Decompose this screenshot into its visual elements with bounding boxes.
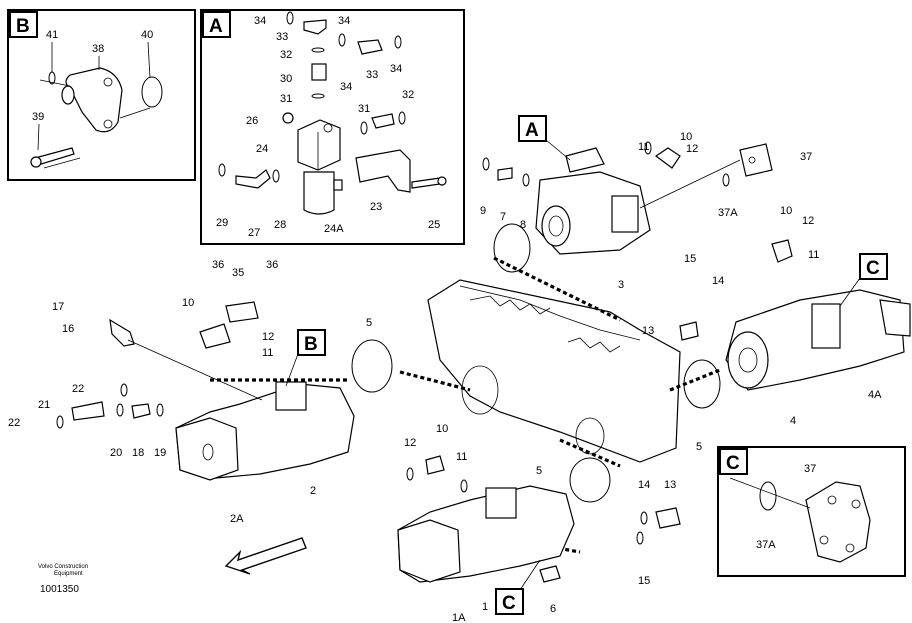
label-5c: 5 [536,465,542,477]
label-10-top: 10 [680,131,692,143]
inset-a-badge: A [209,16,223,37]
label-24: 24 [256,143,268,155]
label-11-bottom: 11 [456,451,467,463]
label-28: 28 [274,219,286,231]
label-3: 3 [618,279,624,291]
label-27: 27 [248,227,260,239]
callouts: A B C C [285,115,888,615]
brand-line-2: Equipment [54,571,83,577]
callout-a: A [525,120,539,141]
inset-b-badge: B [16,16,30,37]
label-12-right: 12 [802,215,814,227]
label-39: 39 [32,111,44,123]
label-24a: 24A [324,223,344,235]
label-41: 41 [46,29,58,41]
gear-housing [427,279,681,463]
label-25: 25 [428,219,440,231]
label-11-right: 11 [808,249,819,261]
inset-c: C 37 37A [717,446,906,577]
label-4a: 4A [868,389,882,401]
label-22b: 22 [8,417,20,429]
label-34a: 34 [254,15,266,27]
label-15-bottom: 15 [638,575,650,587]
label-37a-c: 37A [756,539,776,551]
label-30: 30 [280,73,292,85]
label-15-right: 15 [684,253,696,265]
label-16: 16 [62,323,74,335]
label-8: 8 [520,219,526,231]
label-18: 18 [132,447,144,459]
label-29: 29 [216,217,228,229]
label-10-left: 10 [182,297,194,309]
label-33a: 33 [276,31,288,43]
label-22a: 22 [72,383,84,395]
label-2: 2 [310,485,316,497]
brand-line-1: Volvo Construction [38,564,88,570]
label-10-bottom: 10 [436,423,448,435]
label-38: 38 [92,43,104,55]
label-14-bottom: 14 [638,479,650,491]
label-32b: 32 [402,89,414,101]
inset-a: A 34 34 33 32 33 34 30 [200,9,465,245]
callout-c-right: C [866,258,880,279]
label-35: 35 [232,267,244,279]
oring-labels: 5 5 5 5 [366,317,702,477]
inset-c-badge: C [726,453,740,474]
label-33b: 33 [366,69,378,81]
label-32a: 32 [280,49,292,61]
label-4: 4 [790,415,796,427]
label-5b: 5 [696,441,702,453]
inset-b: B 41 38 40 39 [7,9,196,181]
pump-2: 36 35 36 17 16 10 12 11 22 21 22 20 18 1… [8,259,393,525]
callout-c-bottom: C [502,593,516,614]
label-12-bottom: 12 [404,437,416,449]
pump-4: 10 12 11 15 14 13 4 4A [642,205,911,427]
label-37: 37 [800,151,812,163]
label-26: 26 [246,115,258,127]
label-14-right: 14 [712,275,724,287]
label-12-left: 12 [262,331,274,343]
front-arrow [224,537,307,575]
label-5a: 5 [366,317,372,329]
callout-b: B [304,334,318,355]
pump-3: 9 7 8 11 10 12 37 37A 3 [480,131,812,291]
label-7: 7 [500,211,506,223]
label-11-top: 11 [638,141,649,153]
label-10-right: 10 [780,205,792,217]
reference-number: 1001350 [40,584,79,595]
label-34b: 34 [338,15,350,27]
label-34c: 34 [390,63,402,75]
label-21: 21 [38,399,50,411]
label-2a: 2A [230,513,244,525]
label-36a: 36 [212,259,224,271]
label-37c: 37 [804,463,816,475]
label-37a: 37A [718,207,738,219]
label-31a: 31 [280,93,292,105]
label-6: 6 [550,603,556,615]
label-11-left: 11 [262,347,273,359]
label-20: 20 [110,447,122,459]
label-1: 1 [482,601,488,613]
label-36b: 36 [266,259,278,271]
label-9: 9 [480,205,486,217]
label-1a: 1A [452,612,466,623]
label-12-top: 12 [686,143,698,155]
pump-1: 12 10 11 14 13 15 1 1A 6 [397,423,681,623]
label-40: 40 [141,29,153,41]
label-31b: 31 [358,103,370,115]
label-13-bottom: 13 [664,479,676,491]
label-13-right: 13 [642,325,654,337]
footer: Volvo Construction Equipment 1001350 [38,564,88,595]
label-19: 19 [154,447,166,459]
label-34d: 34 [340,81,352,93]
label-17: 17 [52,301,64,313]
label-23: 23 [370,201,382,213]
